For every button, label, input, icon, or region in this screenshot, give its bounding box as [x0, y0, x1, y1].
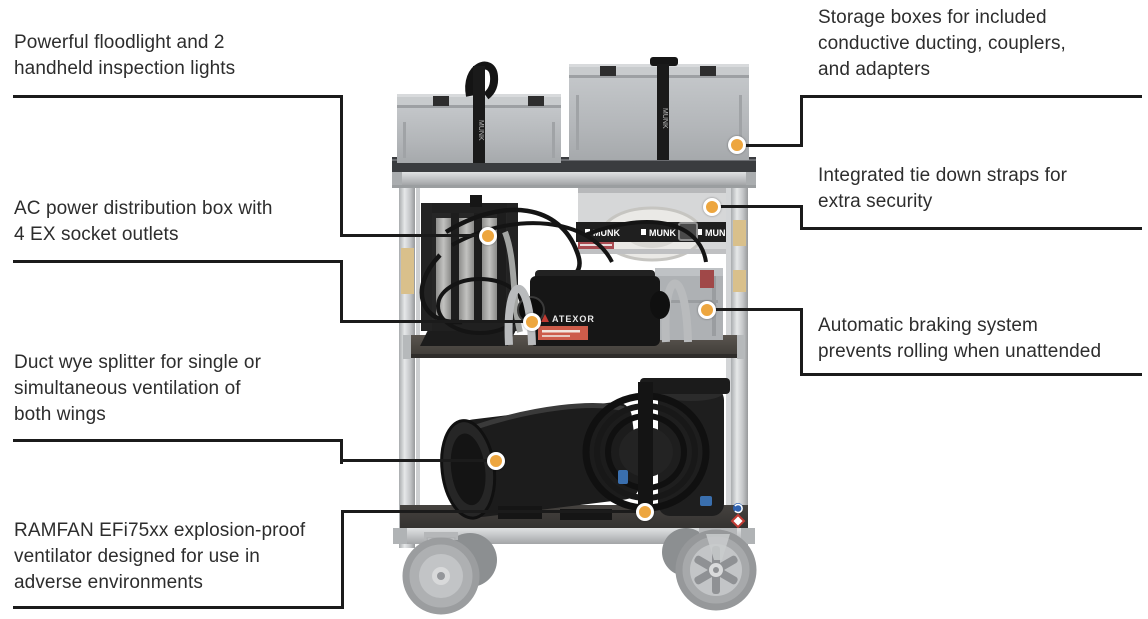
callout-marker-dot — [728, 136, 746, 154]
leader-line — [341, 510, 645, 513]
callout-marker-dot — [523, 313, 541, 331]
caster-wheel-front-left — [402, 532, 480, 615]
leader-line — [340, 459, 496, 462]
leader-line — [340, 439, 343, 464]
inspection-light — [482, 218, 497, 328]
strap-brand-text: MUNK — [649, 228, 676, 238]
box-strap — [473, 66, 485, 163]
safety-sticker-warning — [730, 513, 746, 529]
callout-marker-dot — [703, 198, 721, 216]
leader-line — [707, 308, 803, 311]
leader-line — [800, 95, 803, 147]
leader-line — [13, 95, 343, 98]
box-strap — [657, 64, 669, 160]
device-label — [538, 326, 588, 340]
strap-brand-text: MUNK — [661, 108, 668, 129]
callout-label: Powerful floodlight and 2 handheld inspe… — [14, 32, 236, 79]
callout-label: Storage boxes for included conductive du… — [818, 7, 1066, 80]
callout-marker-dot — [698, 301, 716, 319]
callout-label: Integrated tie down straps for extra sec… — [818, 165, 1068, 212]
leader-line — [800, 373, 1142, 376]
callout-marker-dot — [487, 452, 505, 470]
frame-sticker — [733, 220, 746, 246]
roll-hoop — [661, 279, 692, 343]
device-brand-text: ATEXOR — [552, 314, 595, 324]
frame-sticker — [401, 248, 414, 294]
leader-line — [800, 308, 803, 376]
storage-box-right: MUNK — [569, 57, 749, 160]
leader-line — [340, 95, 343, 237]
callout-label: Automatic braking system prevents rollin… — [818, 315, 1102, 362]
inspection-light — [459, 218, 474, 328]
caster-wheel-front-right — [675, 528, 757, 611]
strap-brand-text: MUNK — [477, 120, 484, 141]
atexor-logo — [541, 314, 549, 322]
duct-wye-splitter — [440, 401, 641, 520]
power-distribution-box: ATEXOR — [504, 270, 692, 346]
ventilator-fan — [582, 378, 730, 516]
strap-handle-loop — [465, 61, 499, 100]
box-clip — [600, 66, 616, 76]
frame-sticker — [733, 270, 746, 292]
strap-brand-text: MUNK — [705, 228, 732, 238]
leader-line — [13, 260, 343, 263]
duct-coupler — [700, 496, 712, 506]
box-clip — [528, 96, 544, 106]
leader-line — [800, 205, 803, 230]
leader-line — [800, 227, 1142, 230]
leader-line — [13, 439, 343, 442]
leader-line — [341, 510, 344, 609]
leader-line — [710, 205, 803, 208]
storage-box-left: MUNK — [397, 61, 561, 163]
strap-brand-text: MUNK — [593, 228, 620, 238]
callout-label: Duct wye splitter for single or simultan… — [14, 352, 262, 425]
callout-marker-dot — [636, 503, 654, 521]
leader-line — [800, 95, 1142, 98]
fan-strap — [638, 382, 653, 514]
leader-line — [737, 144, 803, 147]
duct-coupler — [618, 470, 628, 484]
box-clip — [433, 96, 449, 106]
leader-line — [13, 606, 344, 609]
callout-label: RAMFAN EFi75xx explosion-proof ventilato… — [14, 520, 306, 593]
leader-line — [340, 320, 532, 323]
product-photo: MUNK MUNK MUNK — [392, 57, 757, 615]
tie-down-strap-shelf: MUNK MUNK MUNK — [576, 186, 732, 262]
leader-line — [340, 234, 488, 237]
cart-frame — [399, 168, 748, 548]
box-clip — [700, 66, 716, 76]
callout-marker-dot — [479, 227, 497, 245]
leader-line — [340, 260, 343, 323]
callout-label: AC power distribution box with 4 EX sock… — [14, 198, 273, 245]
